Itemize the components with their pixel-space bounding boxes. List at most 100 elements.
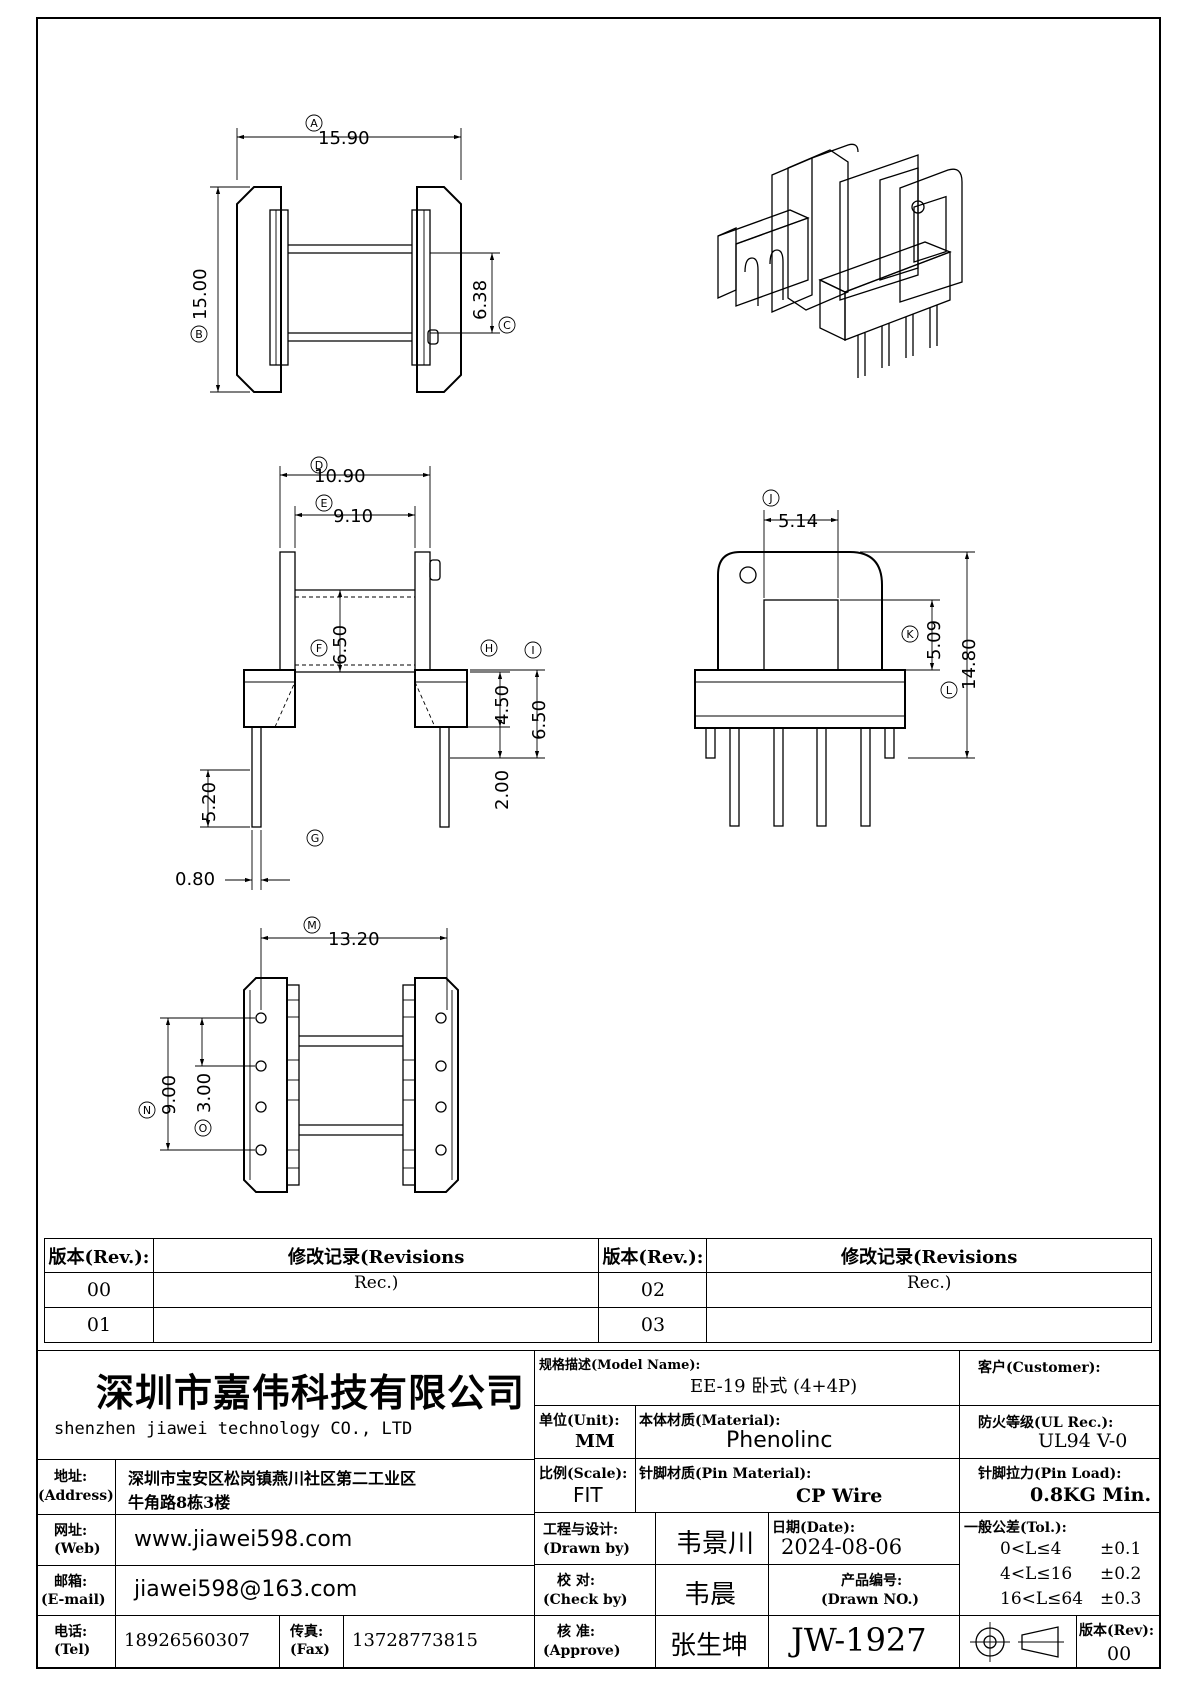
- svg-text:G: G: [311, 832, 320, 845]
- dim-m: 13.20: [328, 929, 380, 950]
- dimension-labels: 15.90 15.00 6.38 10.90 9.10 6.50 4.50 6.…: [159, 128, 980, 1115]
- callout-e: E: [315, 494, 333, 512]
- dim-f: 6.50: [330, 625, 351, 665]
- callout-g: G: [306, 829, 324, 847]
- date-label: 日期(Date):: [772, 1520, 856, 1536]
- web-label-en: (Web): [54, 1541, 101, 1557]
- customer-label: 客户(Customer):: [978, 1360, 1101, 1376]
- callout-c: C: [498, 316, 516, 334]
- web-label: 网址:: [54, 1523, 88, 1539]
- dim-i: 6.50: [529, 700, 550, 740]
- record-header-right: 修改记录(Revisions: [706, 1238, 1152, 1273]
- scale-value: FIT: [573, 1483, 603, 1507]
- fax-number: 13728773815: [352, 1630, 478, 1651]
- approve-label: 核 准:: [557, 1624, 596, 1640]
- dim-j: 5.14: [778, 511, 818, 532]
- tel-label: 电话:: [54, 1624, 88, 1640]
- fax-label: 传真:: [290, 1624, 324, 1640]
- dim-h: 4.50: [492, 685, 513, 725]
- model-label: 规格描述(Model Name):: [539, 1358, 701, 1373]
- tel-label-en: (Tel): [54, 1642, 91, 1658]
- tolerance-label: 一般公差(Tol.):: [964, 1520, 1067, 1536]
- revision-table: 版本(Rev.): 修改记录(Revisions 版本(Rev.): 修改记录(…: [44, 1238, 1152, 1343]
- address-line2: 牛角路8栋3楼: [128, 1493, 231, 1512]
- callout-k: K: [901, 625, 919, 643]
- svg-text:D: D: [315, 459, 323, 472]
- drawing-no-label: 产品编号:: [841, 1573, 903, 1589]
- callout-m: M: [303, 916, 321, 934]
- dim-g-right: 2.00: [492, 770, 513, 810]
- check-by-name: 韦晨: [684, 1580, 737, 1610]
- website-link[interactable]: www.jiawei598.com: [134, 1527, 353, 1552]
- callout-j: J: [762, 489, 780, 507]
- svg-text:M: M: [307, 919, 317, 932]
- dim-c: 6.38: [470, 280, 491, 320]
- svg-text:F: F: [316, 642, 322, 655]
- dim-pin-width: 0.80: [175, 869, 215, 890]
- callout-o: O: [194, 1119, 212, 1137]
- rev-header-left: 版本(Rev.):: [44, 1238, 154, 1273]
- side-view: [694, 510, 975, 827]
- callout-l: L: [940, 681, 958, 699]
- check-by-label-en: (Check by): [543, 1592, 628, 1608]
- check-by-label: 校 对:: [557, 1573, 596, 1589]
- svg-text:O: O: [199, 1122, 208, 1135]
- tolerance-value: ±0.2: [1100, 1564, 1142, 1584]
- callout-i: I: [524, 641, 542, 659]
- rev-cell: 03: [598, 1307, 708, 1343]
- dim-g-left: 5.20: [199, 782, 220, 822]
- svg-text:J: J: [768, 492, 772, 505]
- rev-header-right: 版本(Rev.):: [598, 1238, 708, 1273]
- pin-load-value: 0.8KG Min.: [1030, 1484, 1152, 1506]
- drawing-number: JW-1927: [791, 1621, 927, 1659]
- svg-text:A: A: [310, 117, 318, 130]
- dim-d: 10.90: [314, 466, 366, 487]
- address-line1: 深圳市宝安区松岗镇燕川社区第二工业区: [128, 1469, 417, 1488]
- dim-n: 9.00: [159, 1075, 180, 1115]
- svg-text:I: I: [531, 644, 534, 657]
- technical-drawing: 15.90 15.00 6.38 10.90 9.10 6.50 4.50 6.…: [138, 114, 980, 1193]
- scale-label: 比例(Scale):: [539, 1466, 628, 1482]
- third-angle-projection-icon: [970, 1622, 1064, 1662]
- rev-cell: 00: [44, 1272, 154, 1308]
- callout-a: A: [305, 114, 323, 132]
- company-name-cn: 深圳市嘉伟科技有限公司: [96, 1370, 526, 1415]
- svg-text:B: B: [195, 328, 203, 341]
- svg-text:C: C: [503, 319, 511, 332]
- pin-material-value: CP Wire: [796, 1485, 883, 1507]
- top-view: [210, 128, 500, 393]
- dim-o: 3.00: [194, 1073, 215, 1113]
- callout-d: D: [310, 456, 328, 474]
- unit-label: 单位(Unit):: [539, 1413, 620, 1429]
- material-label: 本体材质(Material):: [639, 1413, 781, 1429]
- callout-markers: A B C D E F G H I J K L M N O: [138, 114, 958, 1137]
- approve-label-en: (Approve): [543, 1643, 621, 1659]
- material-value: Phenolinc: [726, 1428, 833, 1453]
- record-cell: Rec.): [706, 1272, 1152, 1308]
- front-view: [200, 466, 545, 890]
- email-label: 邮箱:: [54, 1574, 88, 1590]
- model-name: EE-19 卧式 (4+4P): [690, 1376, 858, 1397]
- email-label-en: (E-mail): [41, 1592, 106, 1608]
- ul-label: 防火等级(UL Rec.):: [978, 1415, 1114, 1431]
- address-label-en: (Address): [38, 1488, 114, 1504]
- dim-b: 15.00: [190, 268, 211, 320]
- pin-material-label: 针脚材质(Pin Material):: [639, 1466, 812, 1482]
- address-label: 地址:: [54, 1469, 88, 1485]
- record-header-left: 修改记录(Revisions: [152, 1238, 600, 1273]
- drawing-no-label-en: (Drawn NO.): [821, 1592, 919, 1608]
- drawn-by-label: 工程与设计:: [543, 1522, 619, 1538]
- rev-cell: 02: [598, 1272, 708, 1308]
- email-link[interactable]: jiawei598@163.com: [134, 1577, 358, 1602]
- tel-number: 18926560307: [124, 1630, 250, 1651]
- rev-cell: 01: [44, 1307, 154, 1343]
- drawn-by-label-en: (Drawn by): [543, 1541, 630, 1557]
- dim-l: 14.80: [959, 638, 980, 690]
- tolerance-value: ±0.3: [1100, 1589, 1142, 1609]
- svg-text:L: L: [946, 684, 953, 697]
- approve-by-name: 张生坤: [670, 1631, 749, 1661]
- drawing-frame: [36, 17, 1161, 1669]
- version-label: 版本(Rev):: [1079, 1623, 1155, 1639]
- record-cell: [706, 1307, 1152, 1343]
- record-cell: [152, 1307, 600, 1343]
